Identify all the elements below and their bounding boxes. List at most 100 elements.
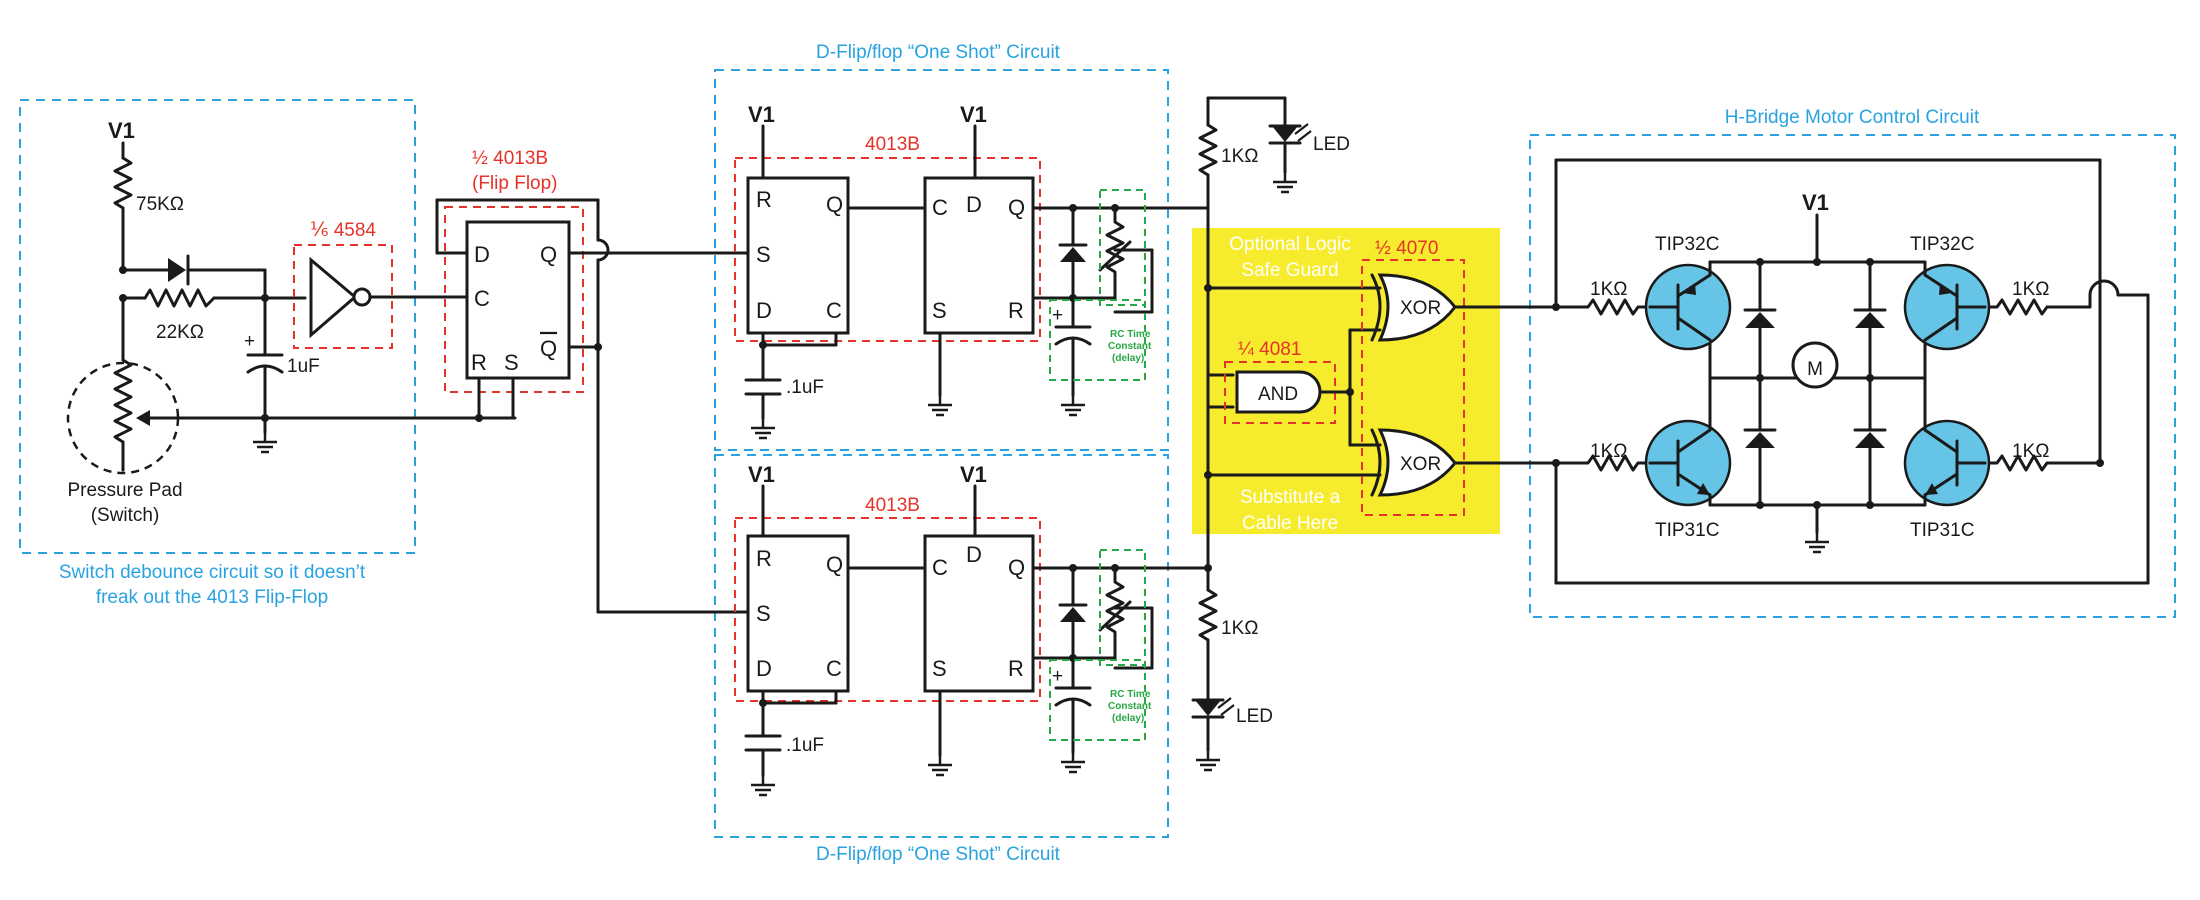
chip-4070-border: [1361, 259, 1465, 516]
label-tip31c-left: TIP31C: [1655, 520, 1719, 541]
label-switch: (Switch): [91, 505, 160, 526]
svg-text:R: R: [756, 546, 772, 571]
resistor-75k: [113, 156, 133, 210]
xor-top-label: XOR: [1400, 298, 1441, 319]
svg-text:Q: Q: [1008, 555, 1025, 580]
motor: [1791, 341, 1839, 389]
svg-text:S: S: [932, 298, 947, 323]
label-tip32c-right: TIP32C: [1910, 234, 1974, 255]
transistor-q2-tip32c: [1903, 260, 1991, 351]
v1-label-bottom-2: V1: [960, 462, 987, 487]
transistor-q3-tip31c: [1644, 418, 1732, 507]
xor-gate-bottom: [1377, 428, 1457, 497]
svg-text:C: C: [826, 298, 842, 323]
and-gate: [1235, 370, 1322, 414]
chip-4013b-top-border: [734, 157, 1041, 342]
oneshot-bottom-title: D-Flip/flop “One Shot” Circuit: [816, 844, 1061, 865]
label-1k-q1: 1KΩ: [1590, 279, 1627, 300]
debounce-caption-line2: freak out the 4013 Flip-Flop: [96, 587, 328, 608]
label-led-top: LED: [1313, 134, 1350, 155]
v1-label-hbridge: V1: [1802, 190, 1829, 215]
label-4584: ⅙ 4584: [310, 220, 376, 241]
diode-hb-1: [1745, 312, 1775, 328]
hbridge-title: H-Bridge Motor Control Circuit: [1725, 107, 1980, 128]
flipflop-bottom-1: [746, 534, 850, 693]
svg-text:R: R: [1008, 298, 1024, 323]
v1-label-debounce: V1: [108, 118, 135, 143]
flipflop-top-2: [923, 176, 1035, 335]
rc-top-border: [1049, 299, 1146, 381]
rc-top-line2: Constant: [1108, 341, 1152, 352]
transistor-q1-tip32c: [1644, 260, 1732, 351]
diode-hb-2: [1745, 432, 1775, 448]
motor-label: M: [1807, 359, 1823, 380]
svg-text:S: S: [932, 656, 947, 681]
label-1uf: 1uF: [287, 356, 320, 377]
label-tip31c-right: TIP31C: [1910, 520, 1974, 541]
label-4013b-bottom: 4013B: [865, 495, 920, 516]
pot-bottom-border: [1099, 549, 1146, 666]
svg-text:D: D: [756, 656, 772, 681]
xor-bottom-label: XOR: [1400, 454, 1441, 475]
rc-bottom-border: [1049, 659, 1146, 741]
resistor-1k-q3: [1554, 454, 1652, 472]
oneshot-top-title: D-Flip/flop “One Shot” Circuit: [816, 42, 1061, 63]
svg-text:R: R: [1008, 656, 1024, 681]
note-optional-line2: Safe Guard: [1241, 260, 1338, 281]
resistor-1k-bottom: [1198, 588, 1218, 642]
label-half-4013b: ½ 4013B: [472, 148, 548, 169]
rc-top-line3: (delay): [1112, 353, 1144, 364]
cap-plus-debounce: +: [244, 331, 255, 352]
resistor-1k-q1: [1554, 298, 1652, 316]
label-1k-led-top: 1KΩ: [1221, 146, 1258, 167]
diode-rc-bottom: [1060, 607, 1086, 622]
label-75k: 75KΩ: [136, 194, 184, 215]
chip-4584-border: [293, 244, 393, 349]
label-4070: ½ 4070: [1375, 238, 1438, 259]
svg-text:S: S: [504, 350, 519, 375]
svg-text:Q: Q: [826, 552, 843, 577]
label-4081: ¼ 4081: [1238, 339, 1301, 360]
svg-text:S: S: [756, 242, 771, 267]
transistor-q4-tip31c: [1903, 418, 1991, 507]
svg-text:+: +: [1052, 305, 1063, 326]
note-optional-line1: Optional Logic: [1229, 234, 1350, 255]
rc-bottom-line1: RC Time: [1110, 689, 1151, 700]
rc-bottom-line2: Constant: [1108, 701, 1152, 712]
label-pressure-pad: Pressure Pad: [67, 480, 182, 501]
svg-text:R: R: [471, 350, 487, 375]
resistor-22k: [143, 288, 216, 308]
rc-bottom-line3: (delay): [1112, 713, 1144, 724]
svg-text:D: D: [966, 192, 982, 217]
svg-text:R: R: [756, 187, 772, 212]
diode-hb-3: [1855, 312, 1885, 328]
label-tip32c-left: TIP32C: [1655, 234, 1719, 255]
svg-text:Q: Q: [540, 336, 557, 361]
xor-gate-top: [1377, 273, 1457, 342]
resistor-1k-top: [1198, 123, 1218, 177]
inverter-gate: [309, 256, 358, 339]
rc-top-line1: RC Time: [1110, 329, 1151, 340]
diode-rc-top: [1060, 247, 1086, 262]
debounce-section-border: [19, 99, 416, 554]
label-1k-q2: 1KΩ: [2012, 279, 2049, 300]
and-gate-label: AND: [1258, 384, 1298, 405]
led-top: [1272, 126, 1298, 142]
pot-rc-bottom: [1105, 566, 1125, 660]
svg-text:S: S: [756, 601, 771, 626]
oneshot-top-section-border: [714, 69, 1169, 451]
led-bottom: [1195, 700, 1221, 716]
v1-label-top-1: V1: [748, 102, 775, 127]
label-1k-q3: 1KΩ: [1590, 441, 1627, 462]
note-substitute-line1: Substitute a: [1240, 487, 1341, 508]
label-1k-led-bottom: 1KΩ: [1221, 618, 1258, 639]
svg-text:D: D: [756, 298, 772, 323]
label-led-bottom: LED: [1236, 706, 1273, 727]
svg-text:Q: Q: [826, 192, 843, 217]
resistor-1k-q2: [1983, 293, 2092, 316]
svg-text:Q: Q: [1008, 195, 1025, 220]
note-substitute-line2: Cable Here: [1242, 513, 1338, 534]
flipflop-top-1: [746, 176, 850, 335]
label-4013b-top: 4013B: [865, 134, 920, 155]
label-22k: 22KΩ: [156, 322, 204, 343]
